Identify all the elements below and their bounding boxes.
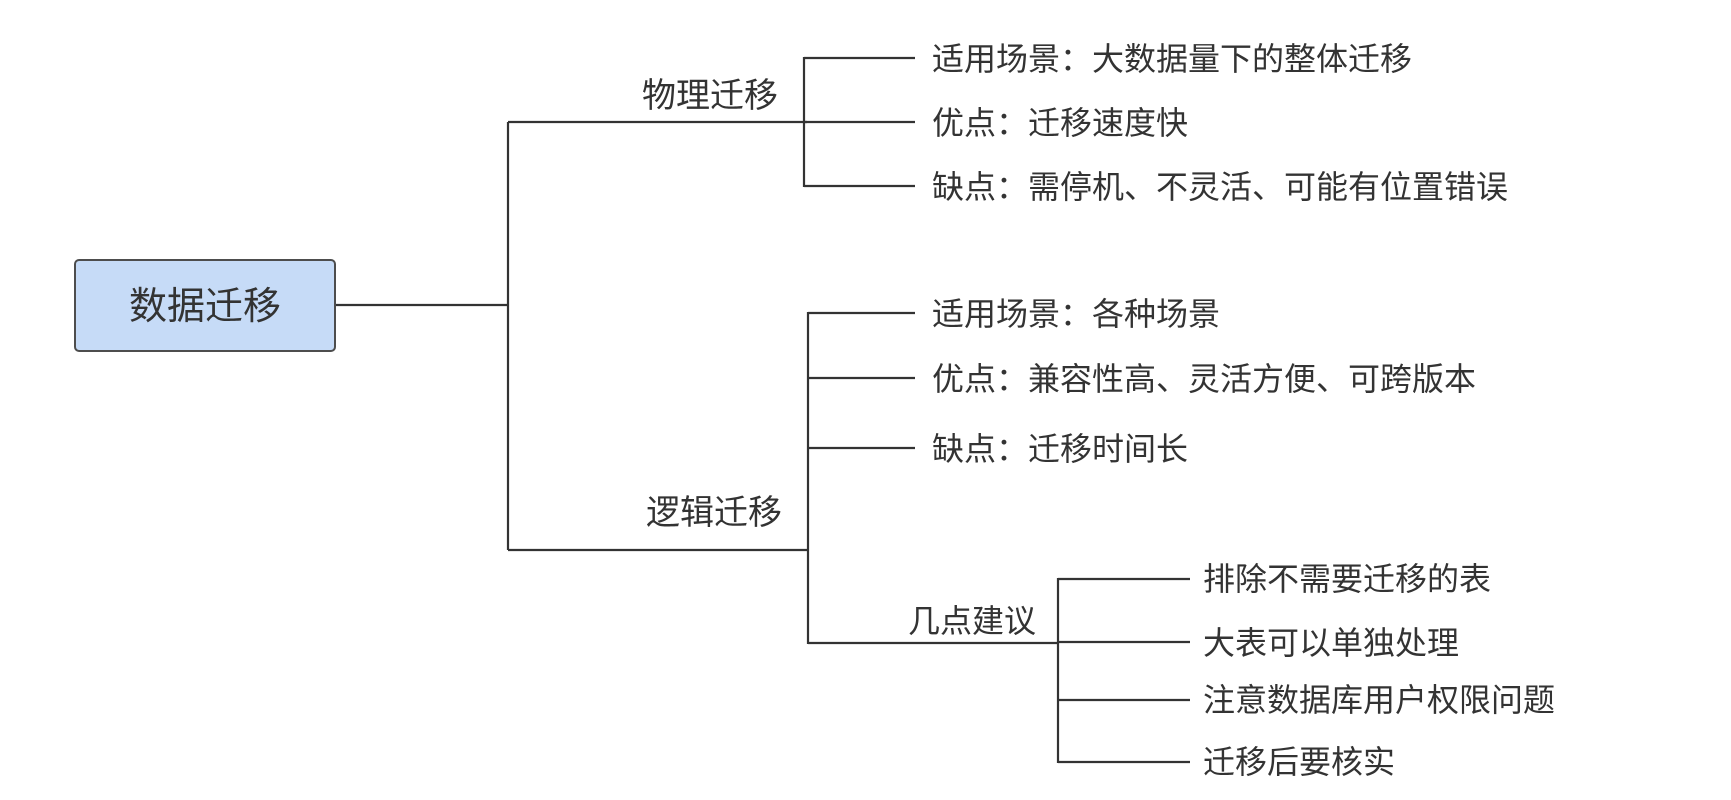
logical-item-cons[interactable]: 缺点：迁移时间长 [932,430,1189,468]
root-node-label: 数据迁移 [128,283,281,328]
sub-branch-suggestions-label[interactable]: 几点建议 [908,602,1037,640]
branch-physical-label[interactable]: 物理迁移 [642,76,778,116]
physical-item-cons[interactable]: 缺点：需停机、不灵活、可能有位置错误 [932,168,1509,206]
logical-item-pros[interactable]: 优点：兼容性高、灵活方便、可跨版本 [932,360,1477,398]
suggestion-item-1[interactable]: 排除不需要迁移的表 [1203,560,1492,598]
physical-item-scenario[interactable]: 适用场景：大数据量下的整体迁移 [932,40,1413,78]
suggestion-item-2[interactable]: 大表可以单独处理 [1203,624,1460,662]
physical-item-pros[interactable]: 优点：迁移速度快 [932,104,1189,142]
logical-item-scenario[interactable]: 适用场景：各种场景 [932,295,1221,333]
branch-logical-label[interactable]: 逻辑迁移 [646,493,782,533]
suggestion-item-4[interactable]: 迁移后要核实 [1203,743,1396,781]
root-node[interactable]: 数据迁移 [74,259,336,352]
suggestion-item-3[interactable]: 注意数据库用户权限问题 [1203,681,1556,719]
